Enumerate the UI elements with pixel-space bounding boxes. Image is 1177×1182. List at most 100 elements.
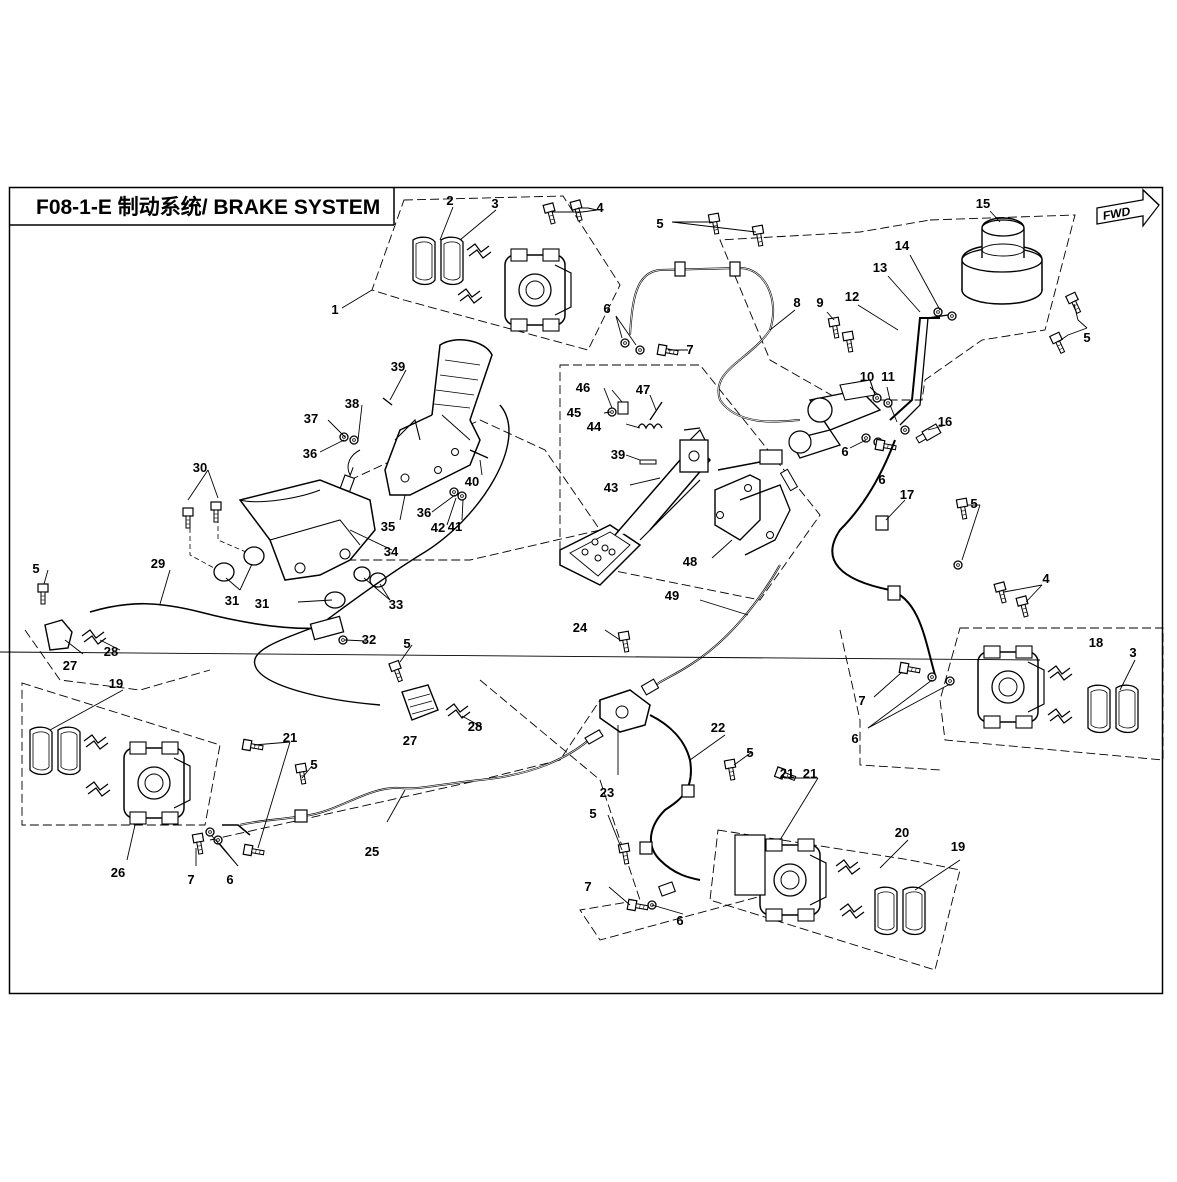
hose-clamp <box>639 841 653 855</box>
callout-number-1: 1 <box>331 302 338 317</box>
pad-clips <box>835 859 861 875</box>
callout-number-33: 33 <box>389 597 403 612</box>
cable-spring-clip <box>81 629 107 645</box>
callout-number-3: 3 <box>491 196 498 211</box>
diagram-title: F08-1-E 制动系统/ BRAKE SYSTEM <box>36 195 380 219</box>
bolt-icon <box>182 507 194 529</box>
line-fitting <box>640 678 660 696</box>
callout-number-17: 17 <box>900 487 914 502</box>
callout-number-35: 35 <box>381 519 395 534</box>
front-caliper-group-outline <box>371 195 621 351</box>
rear-caliper <box>759 838 827 922</box>
right-brake-hose <box>831 439 936 676</box>
callout-number-34: 34 <box>384 544 399 559</box>
bolt-icon <box>751 224 767 248</box>
fwd-label: FWD <box>1103 204 1131 223</box>
bolt-icon <box>626 898 650 914</box>
bolt-icon <box>707 212 723 236</box>
callout-number-30: 30 <box>193 460 207 475</box>
callout-number-43: 43 <box>604 480 618 495</box>
washer-icon <box>620 338 630 348</box>
bolt-icon <box>993 581 1010 605</box>
callout-number-5: 5 <box>403 636 410 651</box>
washer-icon <box>945 676 955 686</box>
bolt-icon <box>542 202 559 226</box>
cable-spring-clip <box>445 703 471 719</box>
front-brake-pads <box>412 236 464 286</box>
rear-line-group-outline <box>479 679 821 941</box>
bolt-icon <box>841 330 857 354</box>
pad-clips <box>457 288 483 304</box>
washer-icon <box>947 311 957 321</box>
bolt-icon <box>388 659 406 684</box>
washer-icon <box>457 491 467 501</box>
callout-number-14: 14 <box>895 238 910 253</box>
washer-icon <box>872 393 882 403</box>
callout-number-39: 39 <box>611 447 625 462</box>
washer-icon <box>933 307 943 317</box>
callout-number-19: 19 <box>109 676 123 691</box>
callout-number-10: 10 <box>860 369 874 384</box>
hose-clamp <box>887 585 901 601</box>
callout-number-7: 7 <box>686 342 693 357</box>
washer-icon <box>349 435 359 445</box>
caliper-bracket <box>734 834 766 896</box>
callout-number-27: 27 <box>63 658 77 673</box>
callout-number-36: 36 <box>417 505 431 520</box>
callout-number-24: 24 <box>573 620 588 635</box>
handbrake-cable-group-outline <box>24 629 211 691</box>
handbrake-switch <box>339 467 356 493</box>
bushing <box>617 401 629 415</box>
callout-number-6: 6 <box>851 731 858 746</box>
front-caliper <box>504 248 572 332</box>
rear-right-caliper <box>977 645 1045 729</box>
pedal-group-outline <box>559 364 821 601</box>
return-spring <box>637 401 663 430</box>
fwd-arrow-icon: FWD <box>1096 188 1160 228</box>
console-cover <box>238 479 376 581</box>
washer-icon <box>861 433 871 443</box>
left-brake-pads <box>29 726 81 776</box>
callout-number-37: 37 <box>304 411 318 426</box>
callout-number-47: 47 <box>636 382 650 397</box>
callout-number-29: 29 <box>151 556 165 571</box>
callout-number-44: 44 <box>587 419 602 434</box>
pin <box>469 449 489 459</box>
callout-number-5: 5 <box>970 496 977 511</box>
line-fitting <box>658 881 676 897</box>
brake-line <box>889 317 940 421</box>
bolt-icon <box>723 758 739 782</box>
bolt-icon <box>1065 291 1084 316</box>
washer-icon <box>339 432 349 442</box>
pad-clips <box>1047 665 1073 681</box>
bolt-icon <box>241 738 265 754</box>
right-brake-pads <box>1087 684 1139 734</box>
bolt-icon <box>210 501 222 523</box>
callout-number-21: 21 <box>283 730 297 745</box>
left-connection-outline <box>209 699 601 841</box>
callout-number-6: 6 <box>603 301 610 316</box>
bolt-icon <box>656 343 680 359</box>
callout-number-28: 28 <box>104 644 118 659</box>
washer-icon <box>953 560 963 570</box>
brake-line <box>899 314 949 426</box>
grommet <box>213 562 235 582</box>
callout-number-12: 12 <box>845 289 859 304</box>
bolt-icon <box>37 583 49 605</box>
callout-number-42: 42 <box>431 520 445 535</box>
callout-number-5: 5 <box>746 745 753 760</box>
callout-number-48: 48 <box>683 554 697 569</box>
callout-number-36: 36 <box>303 446 317 461</box>
callout-number-26: 26 <box>111 865 125 880</box>
pin <box>382 397 393 406</box>
callout-number-49: 49 <box>665 588 679 603</box>
pad-clips <box>1047 708 1073 724</box>
pin <box>639 459 657 465</box>
pad-clips <box>839 903 865 919</box>
bolt-icon <box>955 497 971 521</box>
callout-number-13: 13 <box>873 260 887 275</box>
hose-clamp <box>294 809 308 823</box>
callout-number-6: 6 <box>878 472 885 487</box>
